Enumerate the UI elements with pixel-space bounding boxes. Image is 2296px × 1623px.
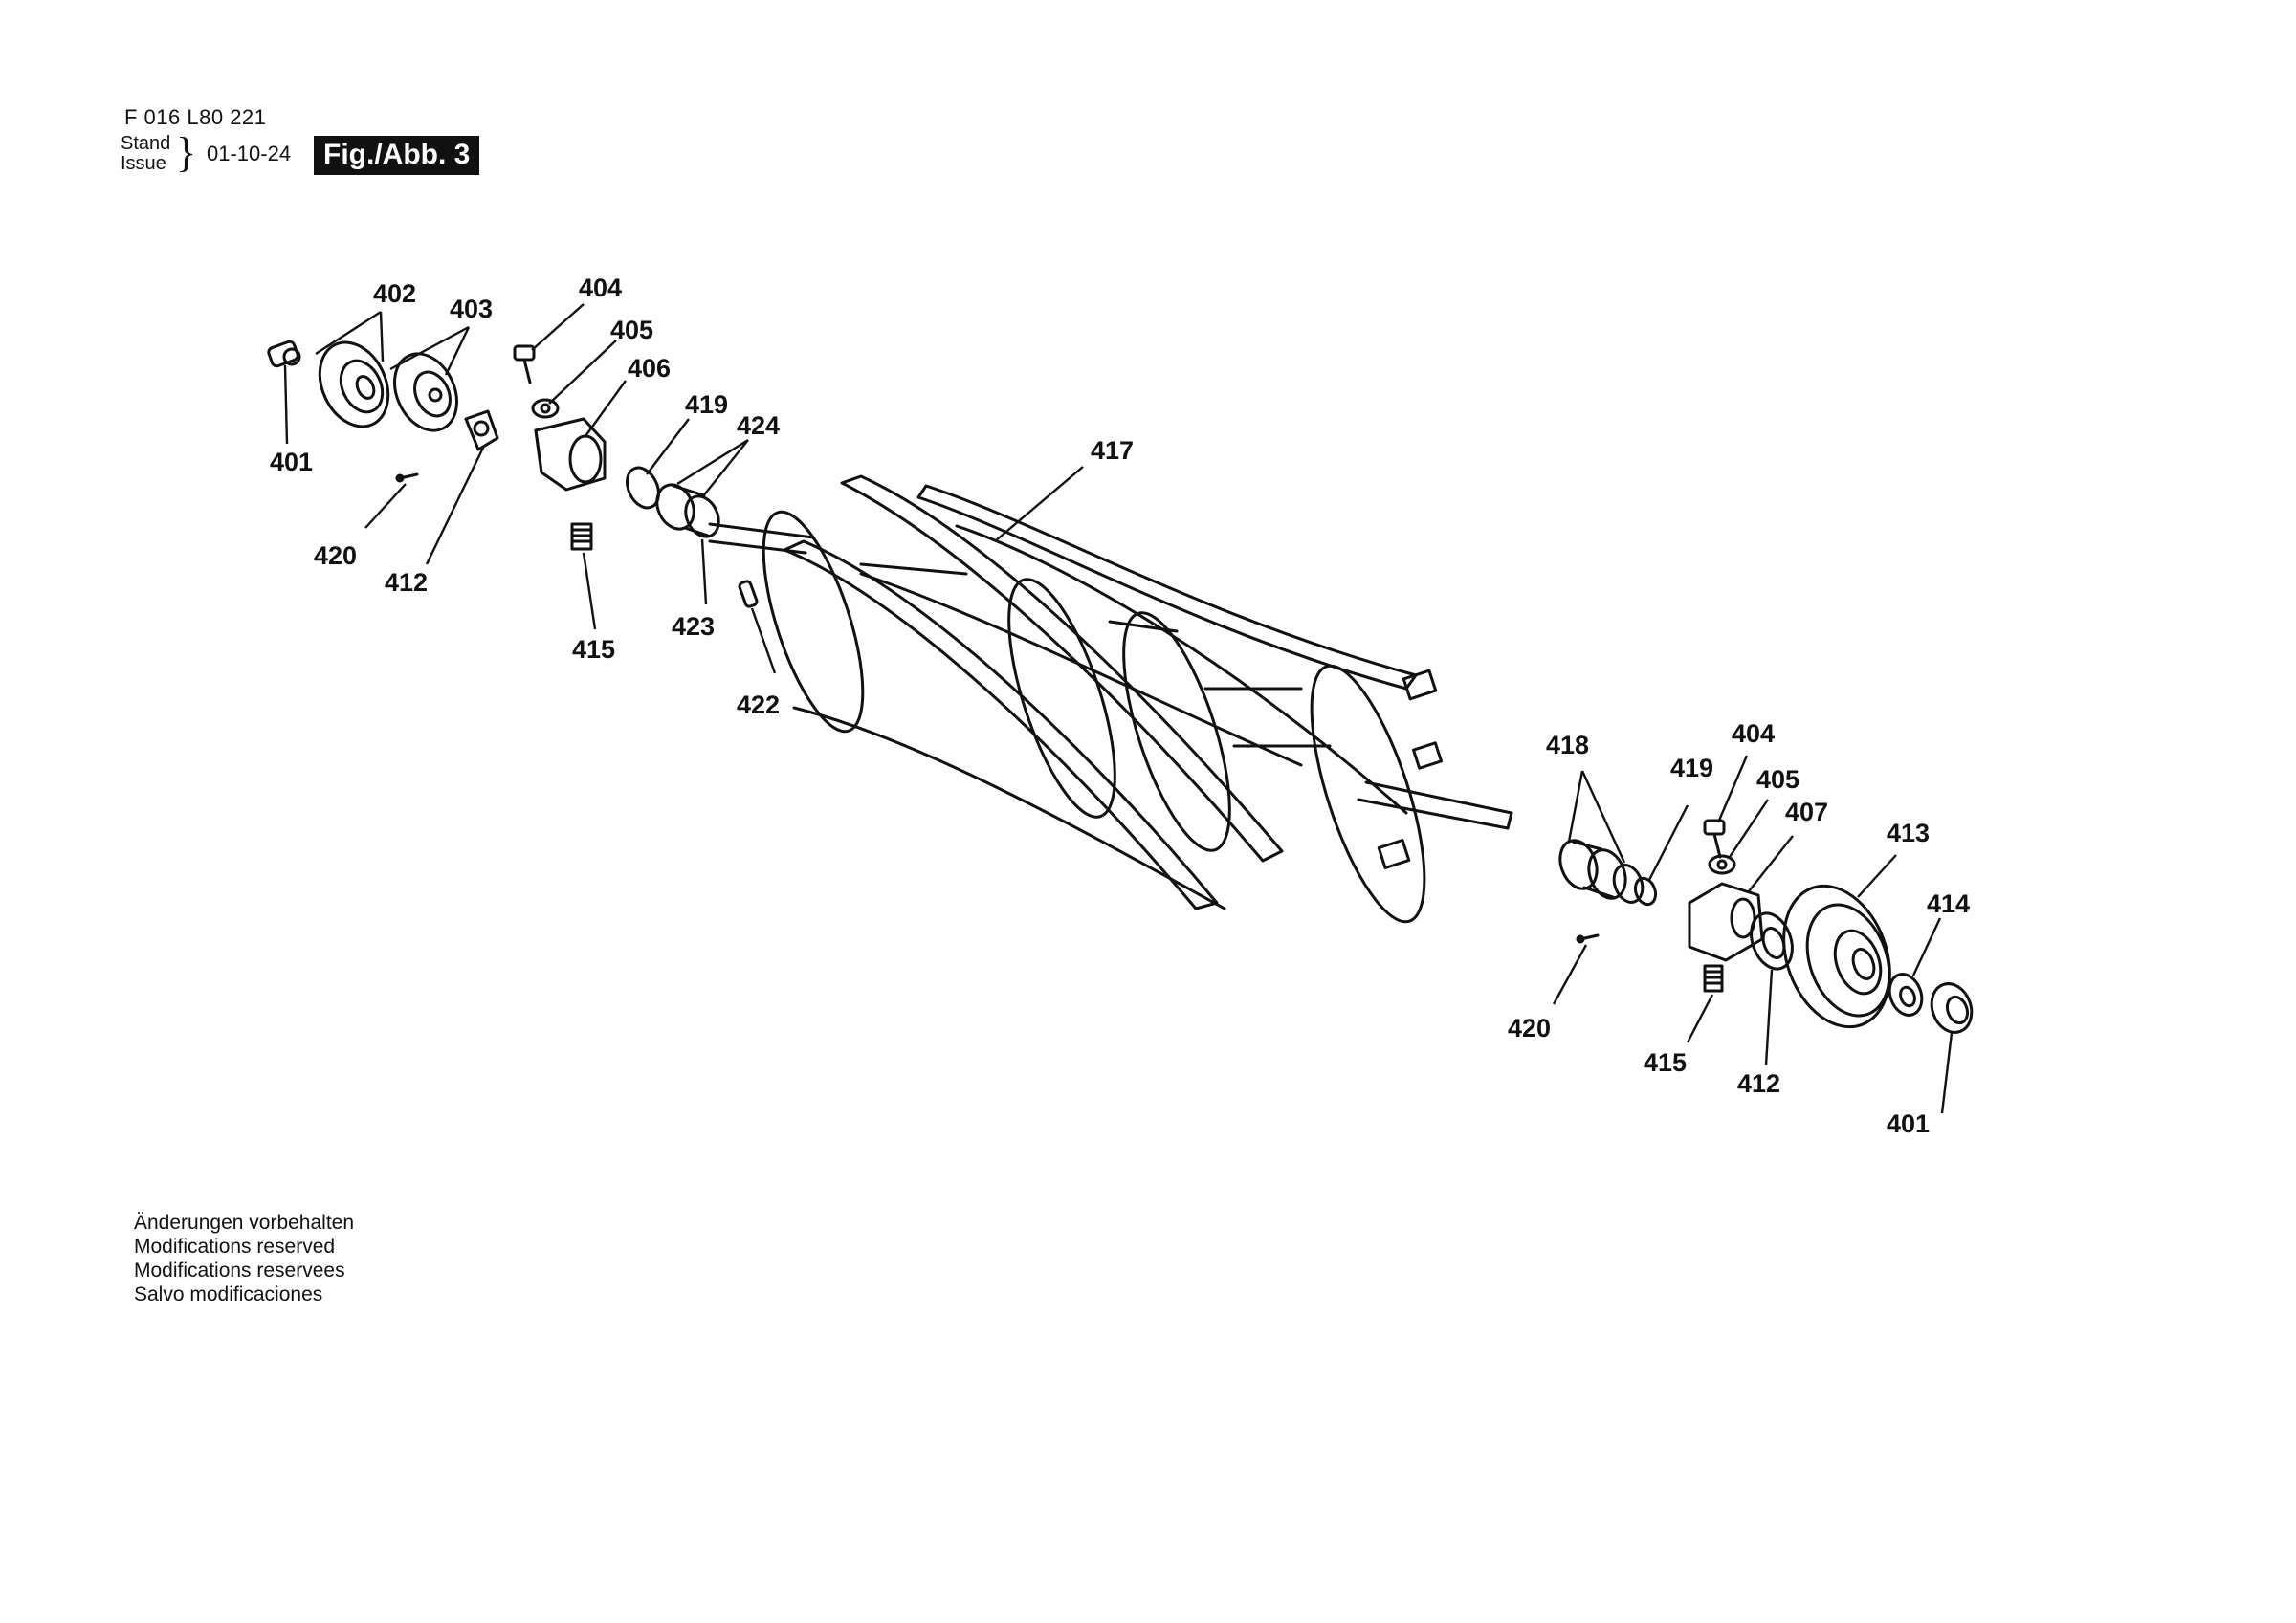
leader-407r xyxy=(1748,835,1794,892)
leader-413r xyxy=(1857,854,1897,898)
callout-405-right: 405 xyxy=(1756,765,1800,794)
callout-407-right: 407 xyxy=(1785,798,1829,826)
leader-423 xyxy=(700,538,708,605)
part-number: F 016 L80 221 xyxy=(124,105,267,129)
stand-issue-labels: Stand Issue xyxy=(121,134,170,174)
callout-419-right: 419 xyxy=(1670,754,1714,782)
right-spring-415 xyxy=(1703,964,1724,993)
left-screw-404 xyxy=(513,344,536,384)
callout-404: 404 xyxy=(579,274,623,302)
leader-424b xyxy=(701,439,749,498)
callout-414-right: 414 xyxy=(1927,889,1971,918)
stand-label: Stand xyxy=(121,133,171,154)
key-422 xyxy=(738,580,759,608)
leader-422 xyxy=(750,607,777,674)
right-plate-412 xyxy=(1750,911,1794,971)
callout-413-right: 413 xyxy=(1887,819,1931,847)
callout-420: 420 xyxy=(314,541,358,570)
note-french: Modifications reservees xyxy=(134,1260,345,1282)
note-spanish: Salvo modificaciones xyxy=(134,1283,323,1305)
bearing-424 xyxy=(655,483,720,538)
callout-406: 406 xyxy=(628,354,672,383)
right-housing-407 xyxy=(1688,882,1764,962)
callout-417: 417 xyxy=(1091,436,1135,465)
callout-401-right: 401 xyxy=(1887,1109,1931,1138)
brace-icon: } xyxy=(176,129,197,176)
modification-notes: Änderungen vorbehalten Modifications res… xyxy=(134,1211,354,1306)
leader-406 xyxy=(585,380,627,437)
leader-417 xyxy=(994,466,1084,542)
left-housing-406 xyxy=(534,417,607,492)
callout-412-right: 412 xyxy=(1737,1069,1781,1098)
callout-424: 424 xyxy=(737,411,781,440)
leader-412r xyxy=(1764,969,1774,1066)
leader-420 xyxy=(364,483,407,529)
leader-405r xyxy=(1729,799,1769,858)
leader-404r xyxy=(1716,755,1749,823)
callout-401: 401 xyxy=(270,448,314,476)
leader-403b xyxy=(444,326,471,376)
callout-412: 412 xyxy=(385,568,429,597)
leader-414r xyxy=(1911,917,1942,976)
callout-415: 415 xyxy=(572,635,616,664)
leader-419r xyxy=(1647,804,1689,881)
right-washer-414 xyxy=(1888,973,1924,1017)
leader-404 xyxy=(531,303,585,351)
left-bearing-403 xyxy=(393,352,458,432)
callout-415-right: 415 xyxy=(1644,1048,1688,1077)
callout-422: 422 xyxy=(737,691,781,719)
callout-418-right: 418 xyxy=(1546,731,1590,759)
left-washer-402 xyxy=(318,340,390,428)
leader-418b xyxy=(1580,770,1626,864)
leader-402b xyxy=(379,311,385,362)
right-nut-405 xyxy=(1708,854,1736,875)
callout-404-right: 404 xyxy=(1732,719,1776,748)
reel-shaft xyxy=(708,522,1513,830)
right-pin-420 xyxy=(1576,933,1600,944)
issue-label: Issue xyxy=(121,153,166,174)
callout-405: 405 xyxy=(610,316,654,344)
figure-label: Fig./Abb. 3 xyxy=(314,136,480,175)
right-nut-401 xyxy=(1930,982,1974,1034)
left-nut-401 xyxy=(267,340,301,368)
callout-423: 423 xyxy=(672,612,716,641)
leader-415r xyxy=(1686,994,1714,1043)
issue-date: 01-10-24 xyxy=(207,142,292,165)
leader-415 xyxy=(582,552,597,630)
callout-402: 402 xyxy=(373,279,417,308)
leader-424a xyxy=(676,438,749,486)
right-bushing-418 xyxy=(1558,839,1645,904)
left-spring-415 xyxy=(570,522,593,551)
circlip-419-left xyxy=(626,466,660,510)
left-pin-420 xyxy=(395,472,419,483)
right-screw-404 xyxy=(1703,819,1726,859)
leader-420r xyxy=(1552,944,1588,1005)
note-german: Änderungen vorbehalten xyxy=(134,1212,355,1234)
leader-412 xyxy=(425,445,486,565)
reel-cylinder-417 xyxy=(762,474,1444,924)
leader-405 xyxy=(548,340,617,405)
right-circlip-419 xyxy=(1633,876,1658,907)
callout-403: 403 xyxy=(450,295,494,323)
left-nut-405 xyxy=(531,398,560,419)
leader-418a xyxy=(1567,770,1584,843)
callout-420-right: 420 xyxy=(1508,1014,1552,1042)
left-plate-412 xyxy=(464,409,499,451)
leader-403a xyxy=(389,325,470,371)
callout-419: 419 xyxy=(685,390,729,419)
leader-402a xyxy=(315,310,382,356)
note-english: Modifications reserved xyxy=(134,1236,336,1258)
right-pulley-413 xyxy=(1782,884,1891,1029)
leader-401 xyxy=(283,364,289,445)
leader-419 xyxy=(646,418,690,475)
leader-401r xyxy=(1940,1032,1954,1114)
